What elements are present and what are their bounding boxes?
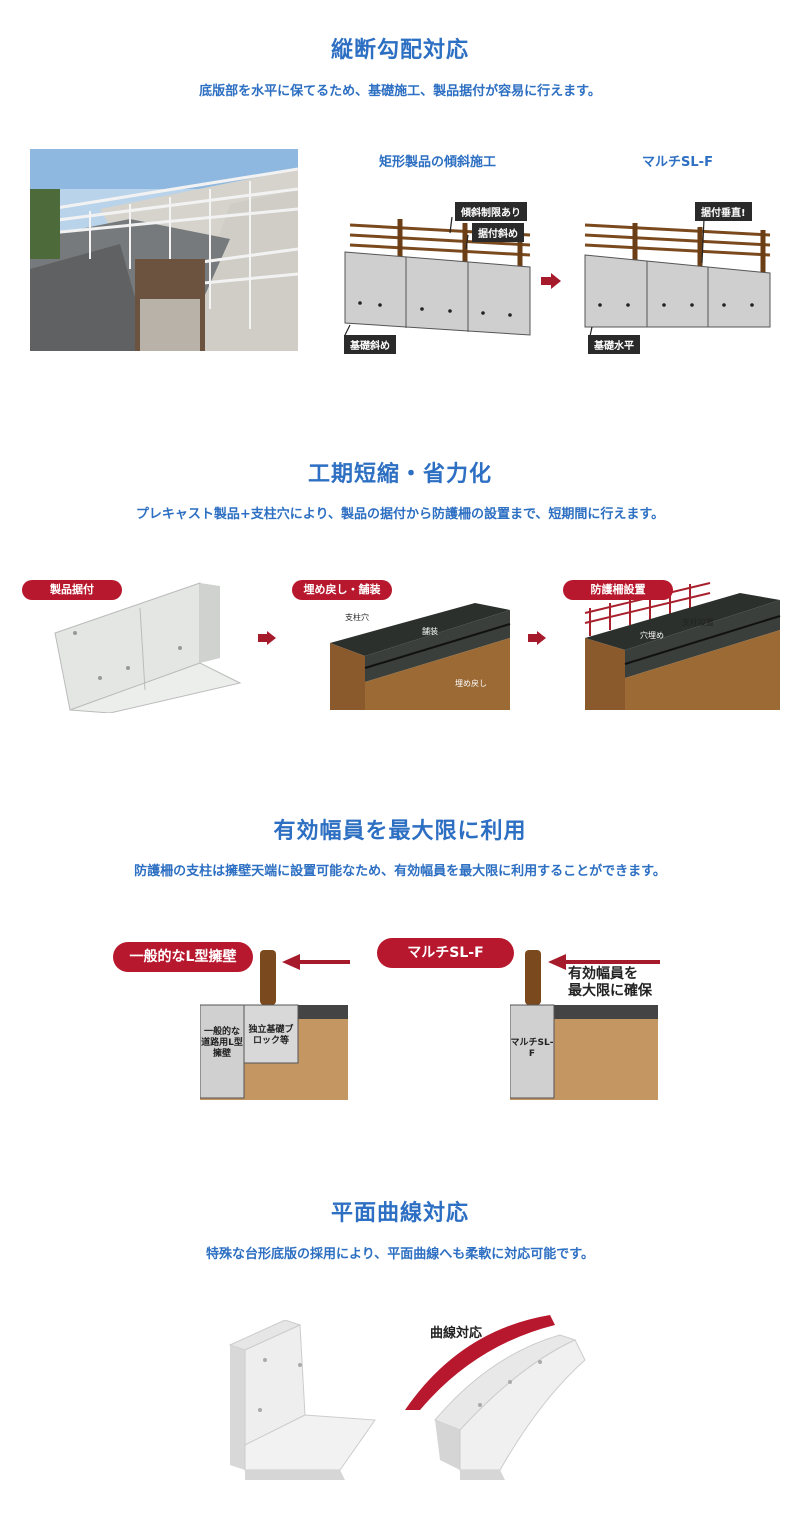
step2-backfill-image [325,598,515,710]
width-note-line1: 有効幅員を [568,966,638,982]
arrow-right-icon [541,273,561,293]
slope-right-heading: マルチSL-F [642,155,713,170]
step2-pill: 埋め戻し・舗装 [292,580,392,600]
section-title-curve: 平面曲線対応 [330,1201,469,1226]
section-desc-period: プレキャスト製品+支柱穴により、製品の据付から防護柵の設置まで、短期間に行えます… [135,507,665,522]
label-hole-fill: 穴埋め [640,631,664,640]
label-backfill: 埋め戻し [455,679,487,688]
label-post-hole: 支柱穴 [345,613,369,622]
arrow-right-icon [258,630,276,649]
label-install-vertical: 据付垂直! [695,202,752,221]
label-paving: 舗装 [422,627,438,636]
width-left-pill: 一般的なL型擁壁 [113,942,253,972]
step3-fence-image [580,578,785,710]
label-base-horizontal: 基礎水平 [588,335,640,354]
width-right-pill: マルチSL-F [377,938,514,968]
slope-multi-diagram [580,205,775,355]
label-install-slanted: 据付斜め [472,223,524,242]
site-photo [30,149,299,351]
section-desc-slope: 底版部を水平に保てるため、基礎施工、製品据付が容易に行えます。 [199,84,601,99]
label-slope-limit: 傾斜制限あり [455,202,527,221]
width-note: 有効幅員を 最大限に確保 [568,966,652,1000]
curve-curved-product [400,1310,590,1485]
label-base-slanted: 基礎斜め [344,335,396,354]
curve-label: 曲線対応 [430,1326,483,1341]
step1-pill: 製品据付 [22,580,122,600]
step1-product-image [40,578,245,714]
label-l-wall: 一般的な道路用L型擁壁 [201,1027,243,1059]
section-title-slope: 縦断勾配対応 [330,38,469,63]
label-multi-wall: マルチSL-F [510,1038,554,1059]
section-desc-width: 防護柵の支柱は擁壁天端に設置可能なため、有効幅員を最大限に利用することができます… [134,864,666,879]
curve-straight-product [225,1319,380,1485]
width-multi-diagram [509,950,660,1100]
label-post-install: 支柱設置 [682,618,714,627]
section-desc-curve: 特殊な台形底版の採用により、平面曲線へも柔軟に対応可能です。 [206,1247,594,1262]
section-title-width: 有効幅員を最大限に利用 [273,819,527,844]
step3-pill: 防護柵設置 [563,580,673,600]
label-block: 独立基礎ブロック等 [248,1025,294,1046]
width-note-line2: 最大限に確保 [568,983,652,999]
section-title-period: 工期短縮・省力化 [307,462,492,487]
slope-left-heading: 矩形製品の傾斜施工 [378,155,496,170]
width-l-wall-diagram [199,950,350,1100]
arrow-right-icon [528,630,546,649]
